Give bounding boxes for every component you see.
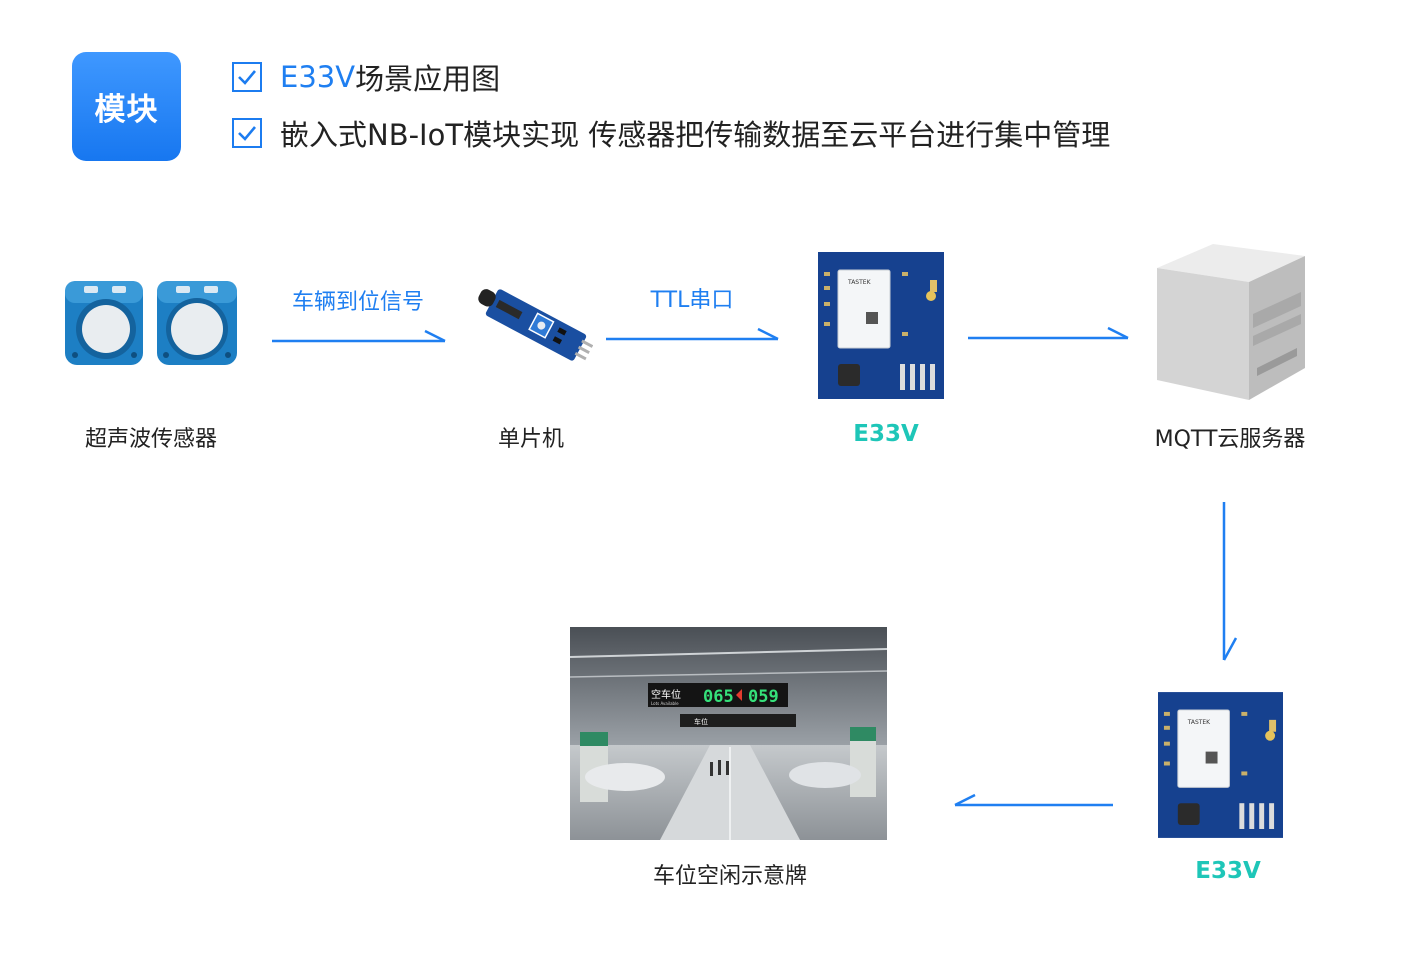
- sign-count-left: 065: [703, 687, 734, 707]
- checklist-item-1-text: 场景应用图: [355, 62, 501, 96]
- checkbox-icon: [232, 118, 262, 148]
- checklist-item-2-text: 嵌入式NB-IoT模块实现 传感器把传输数据至云平台进行集中管理: [280, 118, 1111, 152]
- checklist-item-2: 嵌入式NB-IoT模块实现 传感器把传输数据至云平台进行集中管理: [232, 112, 1110, 154]
- nbiot-module-image-2: TASTEK: [1158, 692, 1283, 842]
- arrow-mcu-to-module: [606, 327, 779, 341]
- arrow-server-to-module2: [1222, 502, 1238, 661]
- parking-sign-photo: 空车位 Lots Available 065 059 车位: [569, 627, 888, 844]
- node-label-module-1: E33V: [853, 421, 919, 447]
- sign-arrow-label: 车位: [694, 717, 708, 726]
- sign-count-right: 059: [748, 687, 779, 707]
- checklist-item-1: E33V 场景应用图: [232, 56, 500, 98]
- checkbox-icon: [232, 62, 262, 92]
- module-badge: 模块: [72, 52, 181, 161]
- module-chip-brand: TASTEK: [1187, 719, 1211, 726]
- edge-label-vehicle-signal: 车辆到位信号: [291, 290, 425, 315]
- sensor-unit-left: [65, 281, 143, 365]
- sign-title: 空车位: [651, 688, 681, 701]
- sign-subtitle: Lots Available: [651, 701, 679, 706]
- node-label-module-2: E33V: [1195, 858, 1261, 884]
- node-label-sensor: 超声波传感器: [84, 427, 218, 452]
- arrow-sensor-to-mcu: [272, 329, 446, 343]
- node-label-server: MQTT云服务器: [1154, 427, 1306, 452]
- arrow-module-to-server: [968, 326, 1129, 340]
- arrow-module2-to-display: [954, 793, 1113, 807]
- sensor-unit-right: [157, 281, 237, 365]
- edge-label-ttl-serial: TTL串口: [650, 288, 734, 313]
- mcu-board-image: [468, 276, 594, 392]
- node-label-display: 车位空闲示意牌: [652, 864, 808, 889]
- nbiot-module-image: TASTEK: [818, 252, 944, 403]
- server-image: [1153, 240, 1309, 406]
- node-label-mcu: 单片机: [497, 427, 565, 452]
- module-chip-brand: TASTEK: [847, 279, 872, 286]
- checklist-item-1-accent: E33V: [280, 60, 356, 94]
- ultrasonic-sensor-image: [62, 278, 242, 374]
